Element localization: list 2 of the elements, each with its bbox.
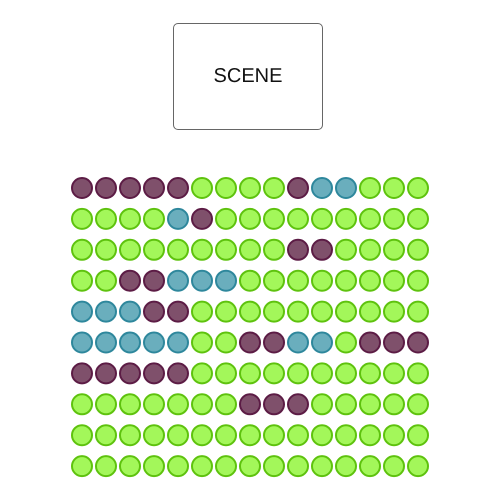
- stage-label: SCENE: [214, 65, 282, 88]
- stage-box: [173, 23, 323, 130]
